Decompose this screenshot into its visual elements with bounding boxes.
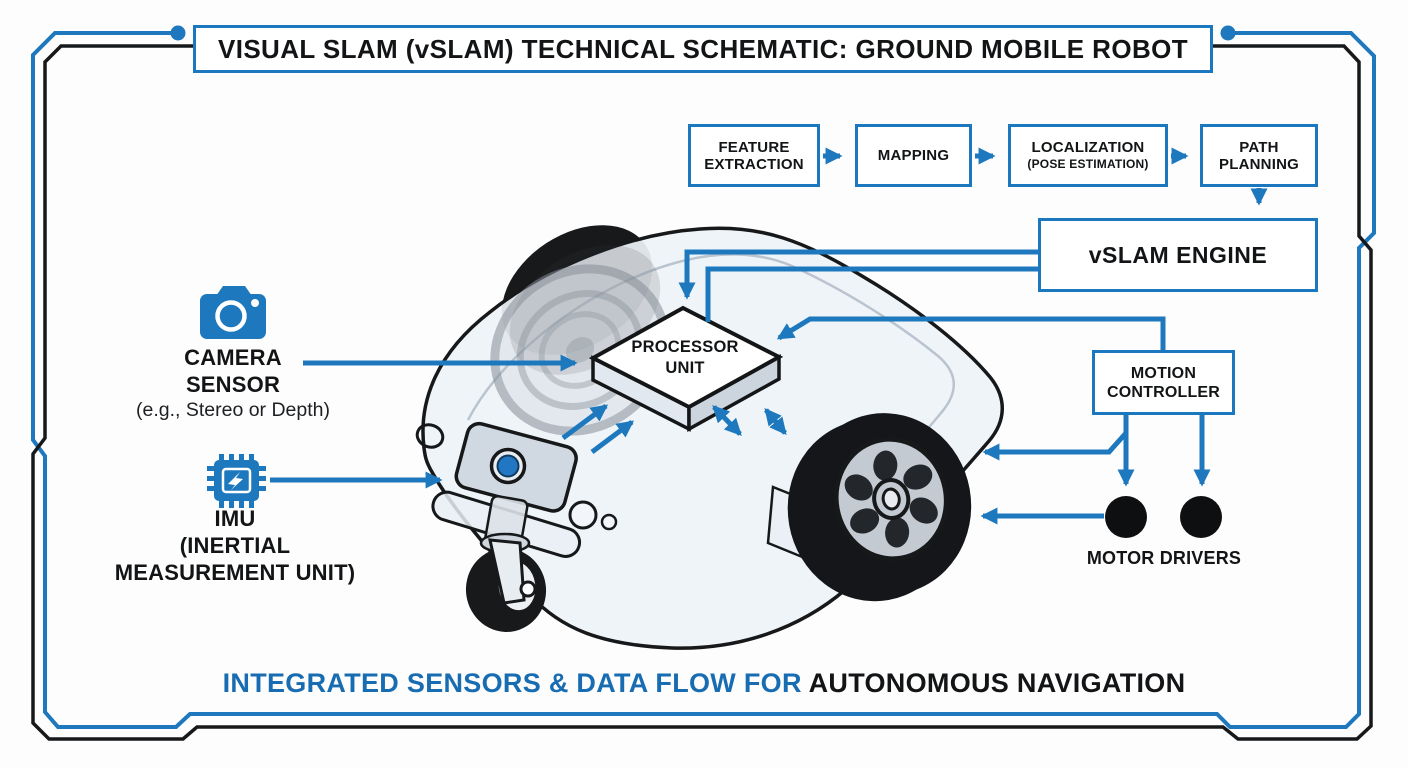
bottom-caption: INTEGRATED SENSORS & DATA FLOW FOR AUTON…	[0, 668, 1408, 699]
pipeline-box-localization: LOCALIZATION (POSE ESTIMATION)	[1008, 124, 1168, 187]
pipeline-label: EXTRACTION	[704, 155, 804, 173]
arrow-sensor-up-1	[561, 403, 609, 441]
motion-controller-box: MOTION CONTROLLER	[1092, 350, 1235, 415]
camera-sensor-title2: SENSOR	[185, 372, 281, 397]
camera-sensor-subtitle: (e.g., Stereo or Depth)	[135, 399, 330, 421]
frame-border-blue	[31, 31, 1376, 729]
arrow-processor-wheel-bidir-1	[712, 405, 742, 436]
front-port-circle	[415, 423, 445, 449]
arrow-processor-wheel-bidir-2	[764, 408, 787, 435]
pipeline-label: PLANNING	[1219, 155, 1299, 173]
processor-unit-label: PROCESSOR UNIT	[597, 337, 773, 379]
motion-controller-label: CONTROLLER	[1106, 383, 1221, 401]
processor-top-face	[588, 305, 784, 410]
frame-border	[31, 25, 1376, 741]
frame-dot-right	[1220, 25, 1236, 41]
frame-dot-left	[170, 25, 186, 41]
motion-controller-label: MOTION	[1130, 364, 1197, 382]
vslam-engine-box: vSLAM ENGINE	[1038, 218, 1318, 292]
arrow-vslam-to-processor	[678, 249, 1038, 300]
front-detail-circle-large	[568, 500, 598, 530]
pipeline-label: MAPPING	[877, 147, 950, 164]
motor-drivers-label: MOTOR DRIVERS	[1086, 548, 1242, 568]
caster-wheel	[465, 494, 547, 632]
robot-illustration	[415, 225, 1004, 650]
camera-lens	[496, 454, 520, 478]
pipeline-label: LOCALIZATION	[1031, 138, 1145, 156]
arrow-sensor-up-2	[590, 420, 635, 454]
pipeline-box-mapping: MAPPING	[855, 124, 972, 187]
page-title: VISUAL SLAM (vSLAM) TECHNICAL SCHEMATIC:…	[217, 33, 1189, 64]
pipeline-label: PATH	[1239, 138, 1279, 156]
caption-blue-text: INTEGRATED SENSORS & DATA FLOW FOR	[222, 668, 802, 698]
frame-border-black	[31, 44, 1373, 741]
arrow-motioncontroller-branch-to-wheel	[982, 431, 1128, 461]
imu-subtitle-line2: MEASUREMENT UNIT)	[114, 560, 356, 585]
lightning-bolt-glyph	[228, 472, 243, 490]
motor-driver-node-right	[1180, 496, 1222, 538]
pipeline-box-path-planning: PATH PLANNING	[1200, 124, 1318, 187]
motor-driver-node-left	[1105, 496, 1147, 538]
chip-pins	[207, 454, 266, 508]
arrow-motioncontroller-to-processor	[776, 316, 1166, 352]
data-flow-arrows	[270, 147, 1268, 525]
camera-sensor-title: CAMERA	[184, 345, 282, 370]
vslam-engine-label: vSLAM ENGINE	[1088, 241, 1268, 268]
title-banner: VISUAL SLAM (vSLAM) TECHNICAL SCHEMATIC:…	[193, 25, 1213, 73]
processor-unit-chip	[588, 305, 784, 432]
imu-title: IMU	[214, 506, 256, 531]
right-drive-wheel	[787, 413, 972, 602]
pipeline-label: FEATURE	[718, 138, 790, 156]
line-vslam-to-processor-2	[705, 266, 1038, 322]
pipeline-sublabel: (POSE ESTIMATION)	[1027, 156, 1149, 171]
imu-subtitle-line1: (INERTIAL	[179, 533, 291, 558]
front-detail-circle-small	[600, 513, 618, 531]
processor-label-line2: UNIT	[665, 359, 705, 377]
pipeline-box-feature-extraction: FEATURE EXTRACTION	[688, 124, 820, 187]
processor-label-line1: PROCESSOR	[631, 338, 739, 356]
caption-black-text: AUTONOMOUS NAVIGATION	[808, 668, 1186, 698]
chip-icon	[207, 454, 266, 508]
camera-icon	[200, 286, 266, 339]
